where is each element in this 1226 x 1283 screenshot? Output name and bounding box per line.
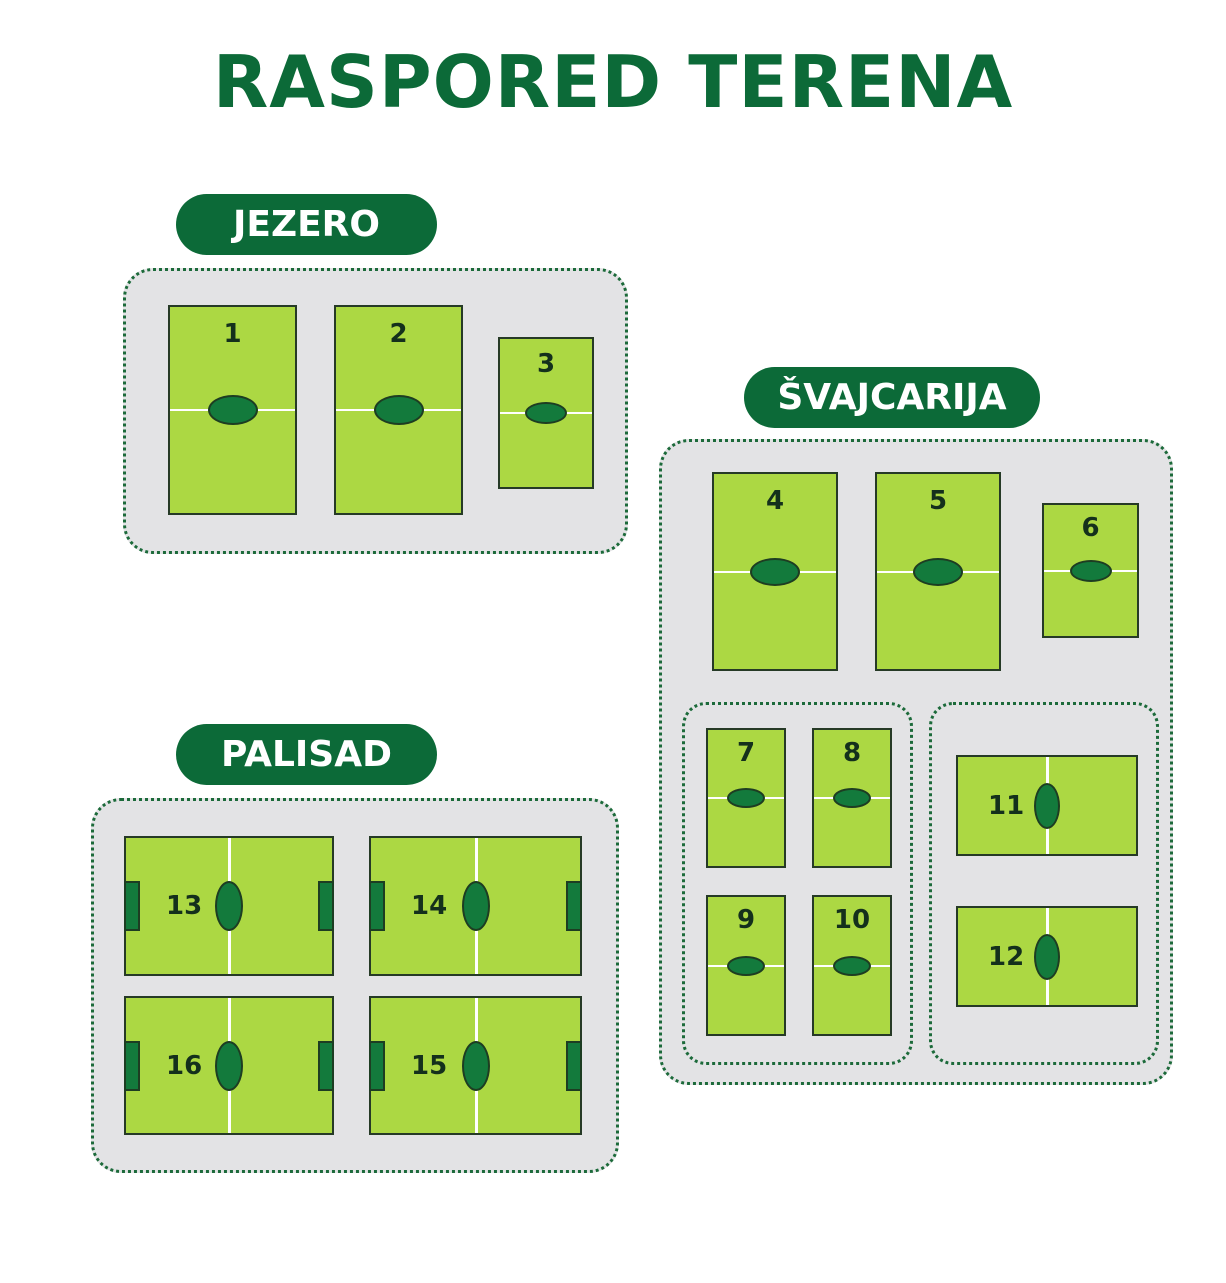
center-circle — [833, 955, 871, 976]
field-number: 3 — [536, 349, 556, 379]
field-number: 13 — [166, 891, 203, 921]
center-circle — [215, 1040, 243, 1091]
field-number: 2 — [389, 319, 408, 349]
field-3[interactable]: 3 — [498, 337, 594, 489]
field-15[interactable]: 15 — [369, 996, 582, 1135]
field-number: 12 — [988, 941, 1025, 972]
field-10[interactable]: 10 — [812, 895, 892, 1036]
field-13[interactable]: 13 — [124, 836, 334, 976]
field-number: 6 — [1081, 513, 1100, 543]
center-circle — [1034, 782, 1060, 829]
goal-right — [318, 881, 334, 931]
center-circle — [913, 557, 963, 586]
goal-left — [369, 881, 385, 931]
center-circle — [727, 955, 765, 976]
field-number: 16 — [166, 1050, 203, 1081]
field-number: 9 — [736, 905, 756, 935]
field-4[interactable]: 4 — [712, 472, 838, 671]
center-circle — [215, 881, 243, 931]
goal-left — [369, 1041, 385, 1091]
zone-label-svajcarija: ŠVAJCARIJA — [744, 367, 1040, 428]
field-number: 8 — [842, 738, 862, 768]
field-number: 14 — [411, 891, 448, 921]
center-circle — [750, 557, 800, 586]
field-9[interactable]: 9 — [706, 895, 786, 1036]
field-7[interactable]: 7 — [706, 728, 786, 868]
field-1[interactable]: 1 — [168, 305, 297, 515]
field-14[interactable]: 14 — [369, 836, 582, 976]
field-5[interactable]: 5 — [875, 472, 1001, 671]
goal-left — [124, 1041, 140, 1091]
center-circle — [1034, 933, 1060, 980]
field-number: 7 — [736, 738, 756, 768]
field-8[interactable]: 8 — [812, 728, 892, 868]
field-number: 11 — [988, 790, 1025, 821]
field-number: 5 — [928, 486, 948, 516]
field-number: 10 — [833, 905, 871, 935]
center-circle — [373, 395, 424, 425]
field-number: 15 — [411, 1050, 448, 1081]
center-circle — [207, 395, 258, 425]
goal-right — [566, 1041, 582, 1091]
center-circle — [727, 788, 765, 808]
zone-label-jezero: JEZERO — [176, 194, 437, 255]
field-11[interactable]: 11 — [956, 755, 1138, 856]
goal-right — [566, 881, 582, 931]
center-circle — [461, 1040, 490, 1091]
field-6[interactable]: 6 — [1042, 503, 1139, 638]
center-circle — [833, 788, 871, 808]
center-circle — [525, 402, 567, 424]
center-circle — [1069, 559, 1112, 582]
field-number: 1 — [223, 319, 242, 349]
goal-left — [124, 881, 140, 931]
field-12[interactable]: 12 — [956, 906, 1138, 1007]
zone-label-palisad: PALISAD — [176, 724, 437, 785]
field-16[interactable]: 16 — [124, 996, 334, 1135]
center-circle — [461, 881, 490, 931]
field-number: 4 — [765, 486, 785, 516]
page-title: RASPORED TERENA — [212, 40, 1014, 124]
field-2[interactable]: 2 — [334, 305, 463, 515]
goal-right — [318, 1041, 334, 1091]
